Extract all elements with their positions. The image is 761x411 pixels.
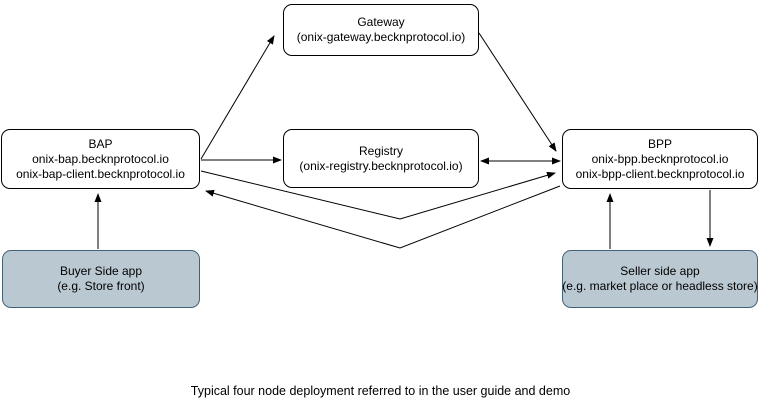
- bpp-client-domain: onix-bpp-client.becknprotocol.io: [575, 166, 745, 181]
- node-registry: Registry (onix-registry.becknprotocol.io…: [283, 129, 479, 188]
- registry-title: Registry: [358, 143, 403, 158]
- gateway-title: Gateway: [357, 15, 405, 29]
- registry-subtitle: (onix-registry.becknprotocol.io): [299, 158, 463, 173]
- arrow-bap-to-bpp: [200, 170, 556, 220]
- bpp-domain: onix-bpp.becknprotocol.io: [591, 151, 729, 166]
- diagram-caption: Typical four node deployment referred to…: [190, 384, 571, 398]
- arrow-bap-to-gateway: [200, 35, 275, 160]
- buyer-app-subtitle: (e.g. Store front): [57, 279, 145, 293]
- node-buyer-side-app: Buyer Side app (e.g. Store front): [2, 250, 200, 308]
- arrow-gateway-to-bpp: [478, 32, 557, 152]
- bap-domain: onix-bap.becknprotocol.io: [32, 151, 169, 166]
- bap-title: BAP: [88, 136, 113, 151]
- node-gateway: Gateway (onix-gateway.becknprotocol.io): [283, 4, 479, 56]
- bap-client-domain: onix-bap-client.becknprotocol.io: [16, 166, 185, 181]
- arrow-bpp-to-bap: [205, 185, 561, 249]
- seller-app-subtitle: (e.g. market place or headless store): [562, 279, 758, 293]
- node-bpp: BPP onix-bpp.becknprotocol.io onix-bpp-c…: [562, 129, 758, 189]
- seller-app-title: Seller side app: [620, 264, 700, 278]
- bpp-title: BPP: [647, 136, 672, 151]
- node-bap: BAP onix-bap.becknprotocol.io onix-bap-c…: [1, 129, 200, 189]
- buyer-app-title: Buyer Side app: [59, 264, 143, 278]
- node-seller-side-app: Seller side app (e.g. market place or he…: [562, 250, 758, 308]
- gateway-subtitle: (onix-gateway.becknprotocol.io): [296, 30, 466, 44]
